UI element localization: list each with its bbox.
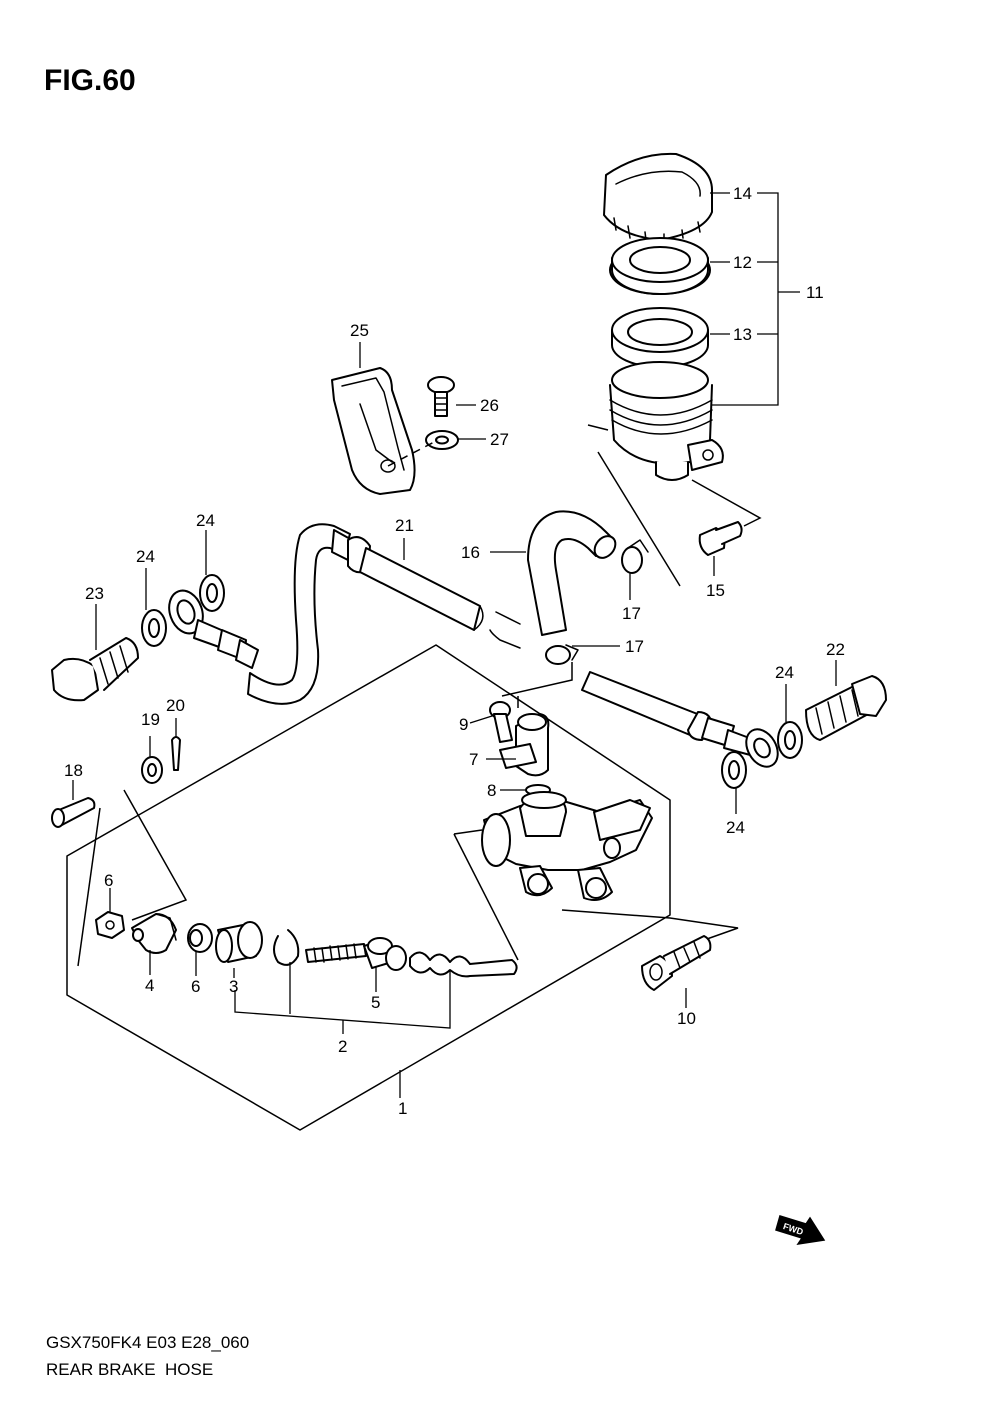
callout-3: 3	[229, 977, 238, 996]
callout-9: 9	[459, 715, 468, 734]
union-bolt-23	[51, 637, 139, 702]
hose-clamp-17a	[621, 539, 649, 574]
callout-11: 11	[806, 283, 824, 302]
callout-2: 2	[338, 1037, 347, 1056]
callout-19: 19	[141, 710, 160, 729]
circlip	[273, 929, 300, 966]
callout-5: 5	[371, 993, 380, 1012]
pin-18	[51, 797, 96, 828]
screw-15	[698, 521, 743, 556]
callout-15: 15	[706, 581, 725, 600]
callout-7: 7	[469, 750, 478, 769]
washer-24-right-lower	[721, 751, 747, 789]
callout-17a: 17	[622, 604, 641, 623]
banjo-fitting-left	[168, 589, 259, 669]
nut-6a	[95, 911, 125, 939]
callout-22: 22	[826, 640, 845, 659]
reservoir-cap	[603, 152, 713, 241]
callout-1: 1	[398, 1099, 407, 1118]
callout-27: 27	[490, 430, 509, 449]
callout-10: 10	[677, 1009, 696, 1028]
callout-8: 8	[487, 781, 496, 800]
callout-20: 20	[166, 696, 185, 715]
piston-spring	[409, 951, 518, 978]
clevis-4	[131, 913, 177, 954]
bracket-11	[712, 192, 779, 406]
washer-19	[141, 756, 163, 784]
callout-17b: 17	[625, 637, 644, 656]
callout-4: 4	[145, 976, 154, 995]
union-bolt-22	[805, 675, 887, 741]
reservoir-plate	[609, 237, 711, 295]
brake-hose-21	[247, 523, 761, 757]
nut-6b	[187, 923, 213, 953]
boot-3	[215, 921, 263, 963]
hose-clamp-17b	[545, 644, 579, 665]
callout-24c: 24	[775, 663, 794, 682]
fwd-arrow-icon: FWD	[775, 1215, 826, 1246]
bolt-10	[641, 935, 712, 991]
washer-24-right-upper	[777, 721, 803, 759]
screw-9	[489, 701, 513, 743]
hose-guard-25	[331, 367, 416, 495]
model-code: GSX750FK4 E03 E28_060	[46, 1333, 249, 1352]
callout-24b: 24	[196, 511, 215, 530]
washer-24-left-upper	[199, 574, 225, 612]
washer-24-left-lower	[141, 609, 167, 647]
callout-12: 12	[733, 253, 752, 272]
piston-rod-5	[305, 937, 407, 971]
callout-24a: 24	[136, 547, 155, 566]
callout-25: 25	[350, 321, 369, 340]
reservoir-body	[609, 361, 724, 481]
callout-14: 14	[733, 184, 752, 203]
callout-13: 13	[733, 325, 752, 344]
washer-27	[425, 430, 459, 450]
figure-title: FIG.60	[44, 64, 136, 97]
reservoir-diaphragm	[611, 307, 709, 368]
cotter-pin-20	[171, 736, 181, 771]
callout-23: 23	[85, 584, 104, 603]
callout-6b: 6	[191, 977, 200, 996]
callout-26: 26	[480, 396, 499, 415]
callout-24d: 24	[726, 818, 745, 837]
hose-joint-7	[499, 713, 550, 777]
reservoir-hose-16	[527, 510, 617, 636]
banjo-fitting-right	[745, 728, 779, 768]
screw-26	[427, 376, 455, 417]
callout-16: 16	[461, 543, 480, 562]
master-cylinder-body	[481, 791, 653, 901]
bracket-2	[234, 970, 451, 1029]
assembly-1-outline	[66, 644, 671, 1131]
callout-6a: 6	[104, 871, 113, 890]
callout-21: 21	[395, 516, 414, 535]
callout-18: 18	[64, 761, 83, 780]
diagram-caption: REAR BRAKE HOSE	[46, 1360, 213, 1379]
leader-lines	[72, 342, 837, 1098]
